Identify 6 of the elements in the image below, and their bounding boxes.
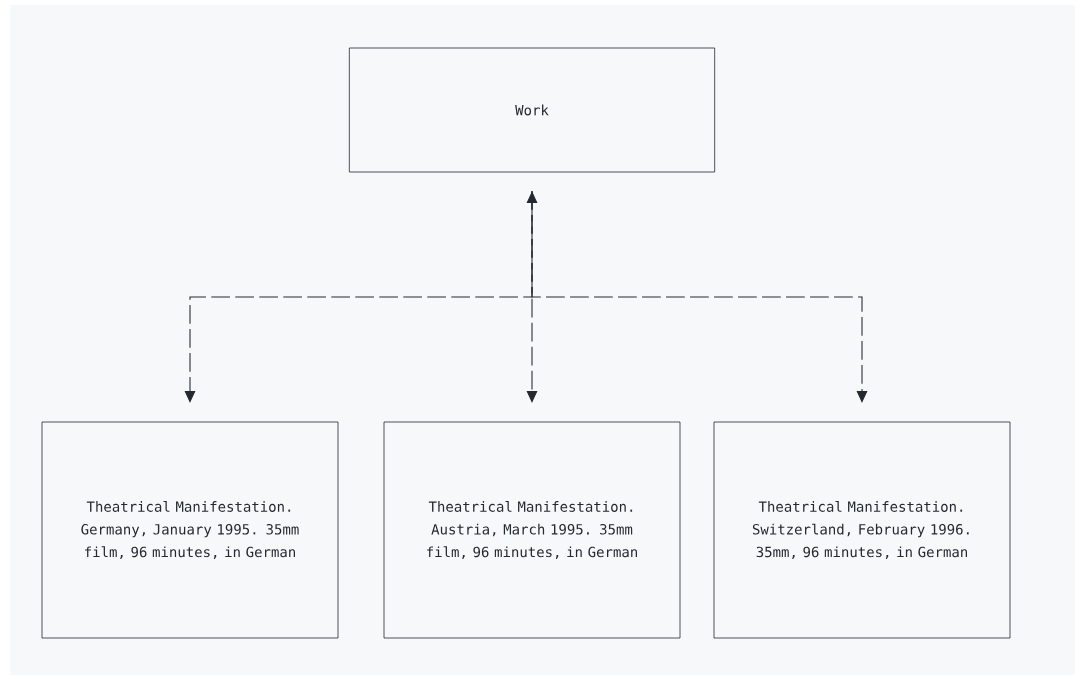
text-box: Theatrical Manifestation. Switzerland, February 1996. 35mm, 96 minutes, in German: [713, 421, 1011, 639]
arrow: [526, 191, 538, 403]
text-box: Theatrical Manifestation. Germany, January 1995. 35mm film, 96 minutes, in German: [41, 421, 339, 639]
text-box: Work: [348, 47, 716, 173]
arrow: [531, 190, 868, 403]
text-box: Theatrical Manifestation. Austria, March 1995. 35mm film, 96 minutes, in German: [383, 421, 681, 639]
